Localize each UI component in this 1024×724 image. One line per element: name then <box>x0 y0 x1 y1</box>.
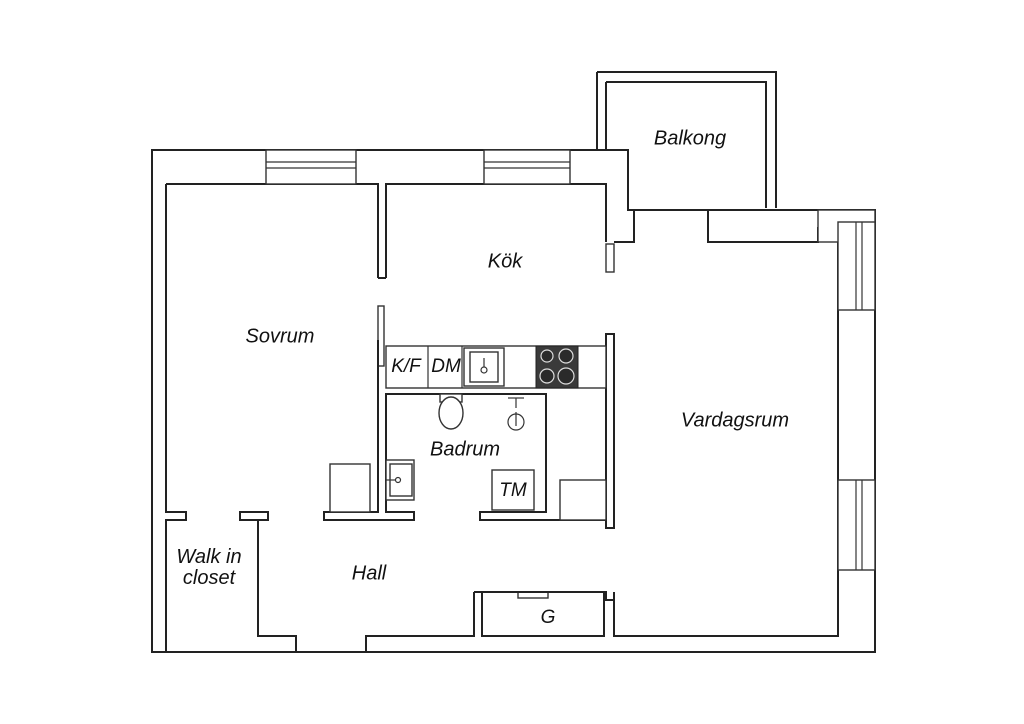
window-vardagsrum-top <box>817 209 876 311</box>
shower <box>507 397 525 431</box>
window-vardagsrum-bottom <box>837 479 876 571</box>
bathroom-sink <box>385 459 415 501</box>
outer-walls <box>151 149 876 653</box>
room-label-hall: Hall <box>351 562 387 585</box>
label-fridge-freezer: K/F <box>391 356 421 378</box>
interior-walls <box>323 277 615 601</box>
balcony <box>596 71 777 208</box>
room-label-sovrum: Sovrum <box>245 325 315 348</box>
label-washing-machine: TM <box>499 480 527 502</box>
kitchen-sink <box>463 347 505 387</box>
room-label-garderob: G <box>540 607 556 629</box>
living-cabinet <box>559 479 607 521</box>
room-label-vardagsrum: Vardagsrum <box>680 409 790 432</box>
label-dishwasher: DM <box>431 356 461 378</box>
toilet <box>438 393 464 430</box>
hall-cabinet <box>329 463 371 513</box>
window-sovrum <box>265 149 357 185</box>
room-label-balkong: Balkong <box>653 127 727 150</box>
room-label-walk-in-closet: Walk in closet <box>176 546 242 589</box>
stove <box>535 345 579 389</box>
washing-machine <box>491 469 535 511</box>
window-kok <box>483 149 571 185</box>
room-label-badrum: Badrum <box>429 438 501 461</box>
room-label-kok: Kök <box>487 250 523 273</box>
doors <box>377 243 615 599</box>
